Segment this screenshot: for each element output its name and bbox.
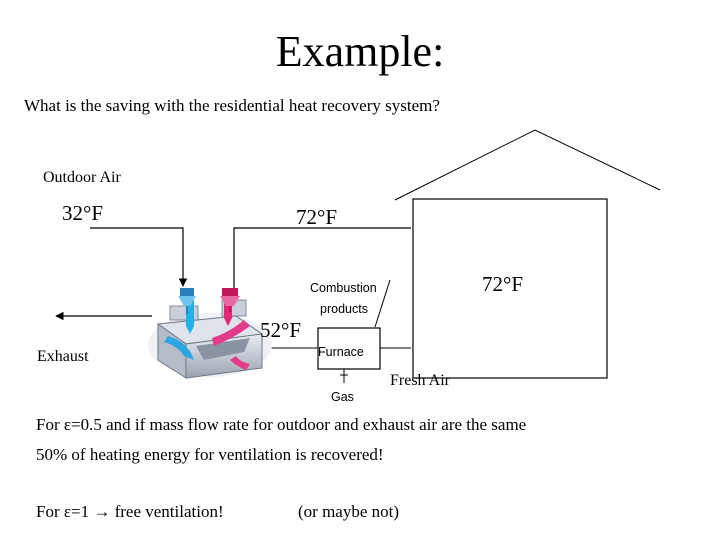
house-roof (394, 129, 661, 201)
heat-recovery-unit (148, 299, 272, 379)
exhaust-fan-icon (220, 288, 240, 312)
furnace-label: Furnace (318, 345, 364, 359)
slide-title: Example: (275, 27, 445, 76)
exhaust-temp-label: 52°F (260, 318, 302, 342)
outdoor-air-label: Outdoor Air (43, 169, 121, 186)
house-outline (412, 198, 608, 379)
furnace-box (317, 327, 381, 370)
outdoor-air-duct (90, 227, 188, 287)
note-line-2: 50% of heating energy for ventilation is… (36, 445, 384, 464)
house-temp-label: 72°F (482, 272, 524, 296)
exhaust-label: Exhaust (37, 348, 89, 365)
note-line-3: For ε=1 → free ventilation! (36, 502, 224, 521)
supply-temp-label: 72°F (296, 205, 338, 229)
combustion-line (374, 279, 391, 328)
outdoor-temp-label: 32°F (62, 201, 104, 225)
supply-air-duct (233, 227, 411, 292)
supply-fan-icon (178, 288, 196, 314)
combustion-label-line1: Combustion (310, 281, 377, 295)
fresh-air-label: Fresh Air (390, 372, 450, 389)
note-line-3-aside: (or maybe not) (298, 502, 400, 521)
note-line-1: For ε=0.5 and if mass flow rate for outd… (36, 415, 527, 434)
gas-label: Gas (331, 390, 354, 404)
combustion-label-line2: products (320, 302, 368, 316)
question-text: What is the saving with the residential … (24, 96, 440, 115)
